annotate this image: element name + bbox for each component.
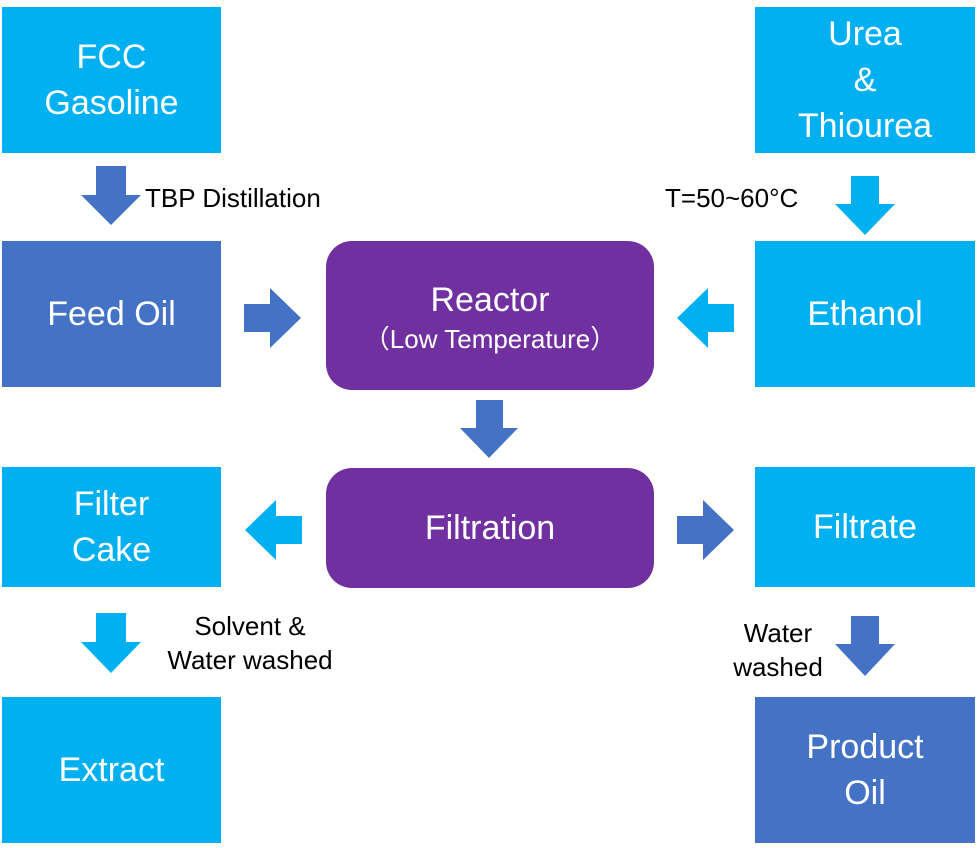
filtrate-box: Filtrate <box>755 467 975 587</box>
arrow-filter-cake-to-extract <box>81 613 141 673</box>
urea-line-2: & <box>853 61 877 99</box>
feed-oil-label: Feed Oil <box>47 295 176 333</box>
product-oil-line-2: Oil <box>844 774 886 812</box>
reactor-title: Reactor <box>430 280 550 319</box>
ethanol-label: Ethanol <box>807 295 923 333</box>
ethanol-box: Ethanol <box>755 241 975 387</box>
filtration-box: Filtration <box>326 468 654 588</box>
fcc-gasoline-line-1: FCC <box>76 38 147 76</box>
solvent-water-label: Solvent & Water washed <box>150 609 350 677</box>
filter-cake-line-2: Cake <box>71 531 152 569</box>
arrow-feed-oil-to-reactor <box>244 288 301 348</box>
arrow-reactor-to-filtration <box>460 400 518 458</box>
reactor-subtitle: （Low Temperature） <box>363 323 617 354</box>
tbp-distillation-label: TBP Distillation <box>145 183 321 213</box>
product-oil-line-1: Product <box>806 728 924 766</box>
reactor-box: Reactor （Low Temperature） <box>326 241 654 390</box>
filtrate-label: Filtrate <box>813 508 917 546</box>
product-oil-box: Product Oil <box>755 697 975 843</box>
arrow-filtration-to-filtrate <box>677 500 734 560</box>
temperature-label: T=50~60°C <box>665 183 799 213</box>
filter-cake-line-1: Filter <box>73 485 150 523</box>
fcc-gasoline-box: FCC Gasoline <box>2 7 221 153</box>
extract-box: Extract <box>2 697 221 843</box>
arrow-urea-to-ethanol <box>835 176 895 235</box>
arrow-fcc-to-feed-oil <box>81 166 141 225</box>
water-line-1: Water <box>743 618 813 648</box>
urea-line-1: Urea <box>828 15 902 53</box>
arrow-filtrate-to-product-oil <box>835 616 895 676</box>
urea-line-3: Thiourea <box>797 107 933 145</box>
solvent-line-2: Water washed <box>167 645 333 675</box>
filter-cake-box: Filter Cake <box>2 467 221 587</box>
filtration-label: Filtration <box>424 509 556 547</box>
fcc-gasoline-line-2: Gasoline <box>44 84 179 122</box>
urea-thiourea-box: Urea & Thiourea <box>755 7 975 153</box>
arrow-filtration-to-filter-cake <box>245 500 302 560</box>
water-washed-label: Water washed <box>720 616 836 684</box>
extract-label: Extract <box>58 751 165 789</box>
water-line-2: washed <box>733 652 823 682</box>
arrow-ethanol-to-reactor <box>677 288 734 348</box>
feed-oil-box: Feed Oil <box>2 241 221 387</box>
solvent-line-1: Solvent & <box>194 611 306 641</box>
